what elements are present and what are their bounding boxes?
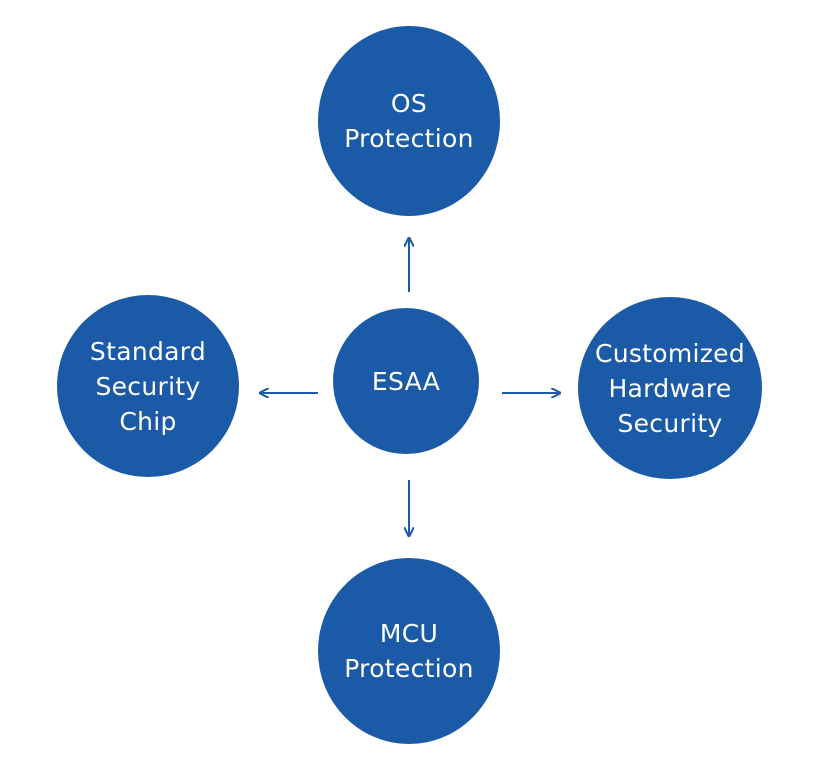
- node-standard-security-chip: Standard Security Chip: [57, 295, 239, 477]
- node-customized-hardware-security-line-1: Customized: [594, 338, 746, 368]
- node-esaa-label: ESAA: [372, 364, 440, 399]
- node-customized-hardware-security-label: Customized Hardware Security: [595, 336, 745, 441]
- node-mcu-protection-line-2: Protection: [344, 654, 474, 683]
- node-customized-hardware-security-line-3: Security: [617, 408, 723, 438]
- node-os-protection-label: OS Protection: [344, 86, 473, 156]
- node-customized-hardware-security-line-2: Hardware: [608, 373, 732, 403]
- node-os-protection-line-1: OS: [390, 89, 428, 118]
- node-customized-hardware-security: Customized Hardware Security: [578, 297, 762, 479]
- node-standard-security-chip-label: Standard Security Chip: [90, 334, 206, 439]
- node-os-protection: OS Protection: [318, 26, 500, 216]
- node-mcu-protection-line-1: MCU: [379, 619, 439, 648]
- node-standard-security-chip-line-1: Standard: [89, 336, 207, 366]
- node-mcu-protection-label: MCU Protection: [344, 616, 473, 686]
- node-standard-security-chip-line-3: Chip: [119, 406, 177, 436]
- node-esaa: ESAA: [333, 308, 479, 454]
- node-esaa-line-1: ESAA: [371, 366, 441, 396]
- node-standard-security-chip-line-2: Security: [95, 371, 201, 401]
- node-mcu-protection: MCU Protection: [318, 558, 500, 744]
- node-os-protection-line-2: Protection: [344, 124, 474, 153]
